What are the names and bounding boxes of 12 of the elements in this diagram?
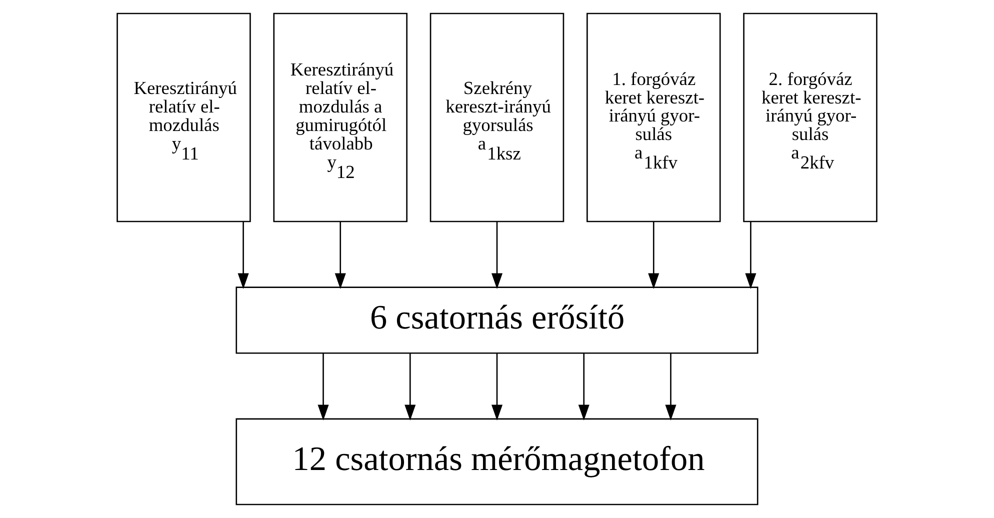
node-box: 6 csatornás erősítő [236,286,758,354]
arrow [578,353,590,421]
arrow [318,353,329,421]
arrow [648,222,660,289]
arrow [491,222,503,289]
arrow [334,222,346,289]
node-box: 12 csatornás mérőmagnetofon [236,418,758,506]
arrow [404,353,416,421]
arrow [491,353,503,421]
arrow [745,222,756,289]
arrow [238,222,249,289]
arrow [665,353,676,421]
